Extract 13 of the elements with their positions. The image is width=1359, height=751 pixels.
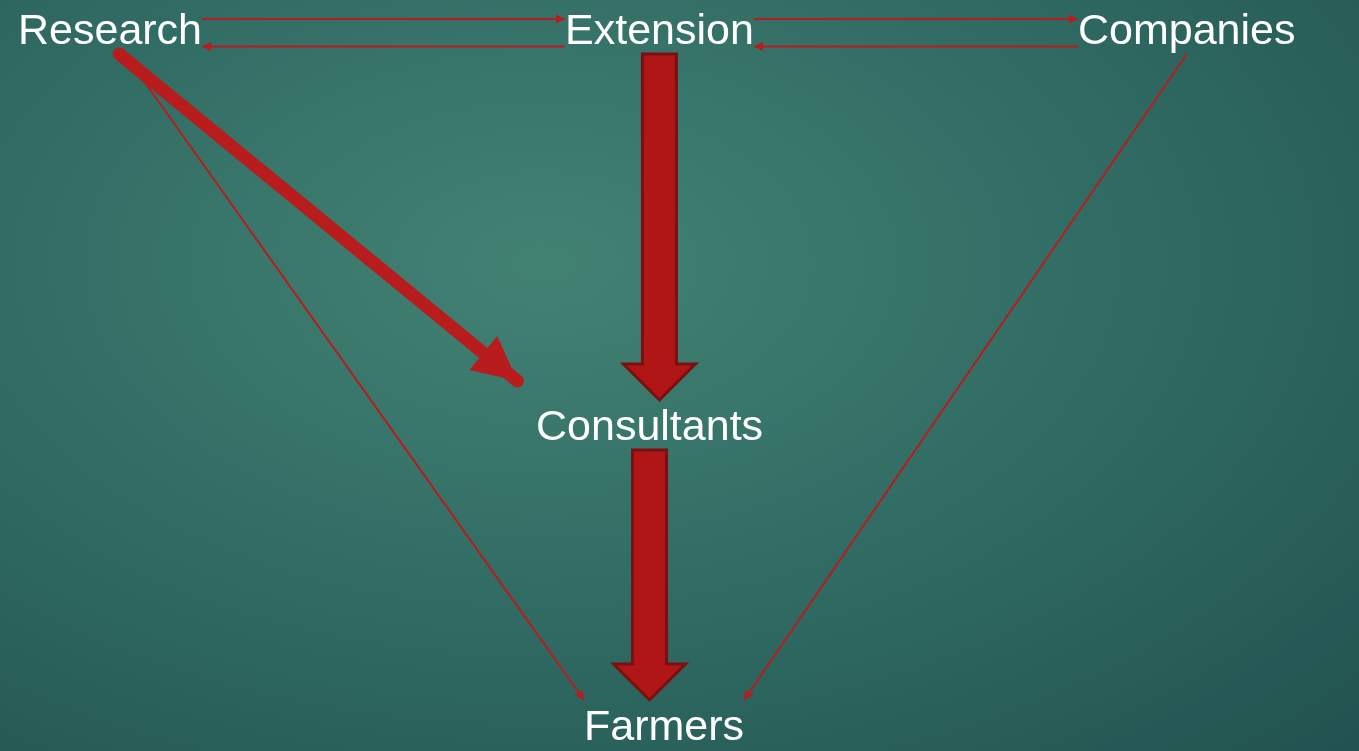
- node-label: Farmers: [584, 700, 745, 750]
- node-label: Extension: [565, 4, 754, 54]
- node-label: Consultants: [536, 400, 764, 450]
- node-label: Research: [18, 4, 203, 54]
- block-arrow: [619, 52, 700, 403]
- arrow: [752, 42, 1079, 51]
- arrow: [112, 47, 524, 388]
- arrow: [201, 14, 566, 24]
- arrow: [743, 53, 1188, 701]
- arrow: [201, 42, 566, 51]
- block-arrow: [609, 448, 690, 703]
- arrow: [752, 14, 1079, 24]
- node-label: Companies: [1078, 4, 1296, 54]
